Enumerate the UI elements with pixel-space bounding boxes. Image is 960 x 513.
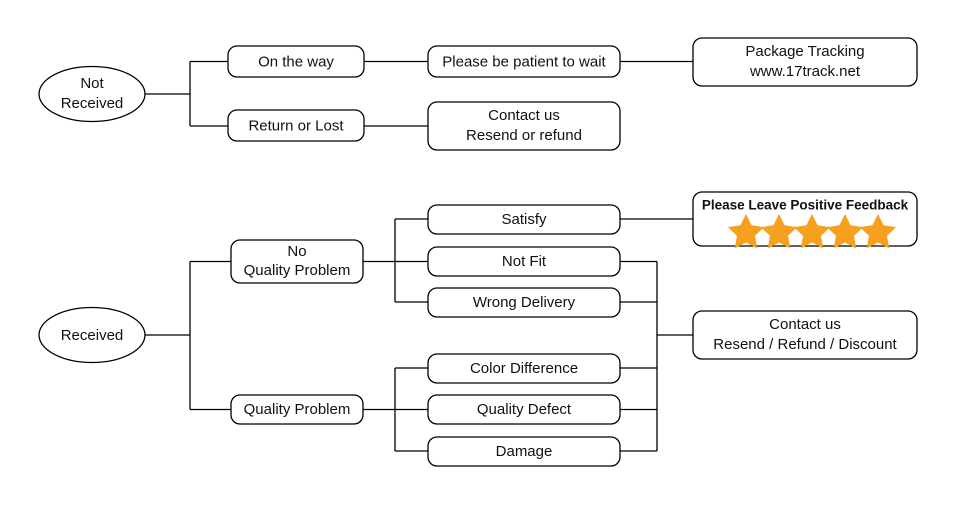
not-received-label-line2: Received bbox=[61, 95, 124, 112]
quality-problem-label: Quality Problem bbox=[244, 401, 351, 418]
star-icon-3[interactable] bbox=[793, 214, 831, 249]
package-tracking-box[interactable] bbox=[692, 37, 918, 87]
node-package-tracking[interactable]: Package Tracking www.17track.net bbox=[692, 37, 918, 87]
node-return-or-lost[interactable]: Return or Lost bbox=[227, 109, 365, 142]
package-tracking-label-line1: Package Tracking bbox=[745, 43, 864, 60]
wrong-delivery-box[interactable] bbox=[427, 287, 621, 318]
node-received[interactable]: Received bbox=[38, 306, 146, 364]
on-the-way-label: On the way bbox=[258, 53, 334, 70]
satisfy-label: Satisfy bbox=[501, 211, 547, 228]
node-satisfy[interactable]: Satisfy bbox=[427, 204, 621, 235]
star-rating[interactable] bbox=[727, 214, 897, 249]
connectors-not-received bbox=[145, 60, 693, 127]
not-fit-box[interactable] bbox=[427, 246, 621, 277]
received-ellipse[interactable] bbox=[38, 306, 146, 364]
positive-feedback-label: Please Leave Positive Feedback bbox=[702, 198, 909, 213]
package-tracking-url[interactable]: www.17track.net bbox=[749, 63, 861, 80]
not-fit-label: Not Fit bbox=[502, 253, 547, 270]
color-difference-label: Color Difference bbox=[470, 360, 578, 377]
node-color-difference[interactable]: Color Difference bbox=[427, 353, 621, 384]
contact-us-resend-refund-discount-box[interactable] bbox=[692, 310, 918, 360]
node-not-received[interactable]: Not Received bbox=[38, 65, 146, 123]
color-difference-box[interactable] bbox=[427, 353, 621, 384]
node-quality-defect[interactable]: Quality Defect bbox=[427, 394, 621, 425]
star-icon-2[interactable] bbox=[760, 214, 798, 249]
contact-us-resend-refund-box[interactable] bbox=[427, 101, 621, 151]
contact-us-resend-refund-label-line1: Contact us bbox=[488, 107, 560, 124]
node-quality-problem[interactable]: Quality Problem bbox=[230, 394, 364, 425]
return-or-lost-label: Return or Lost bbox=[248, 117, 344, 134]
node-no-quality-problem[interactable]: No Quality Problem bbox=[230, 239, 364, 284]
received-label: Received bbox=[61, 327, 124, 344]
quality-defect-label: Quality Defect bbox=[477, 401, 572, 418]
no-quality-problem-label-line2: Quality Problem bbox=[244, 262, 351, 279]
contact-us-resend-refund-label-line2: Resend or refund bbox=[466, 127, 582, 144]
star-icon-5[interactable] bbox=[859, 214, 897, 249]
satisfy-box[interactable] bbox=[427, 204, 621, 235]
on-the-way-box[interactable] bbox=[227, 45, 365, 78]
damage-box[interactable] bbox=[427, 436, 621, 467]
node-damage[interactable]: Damage bbox=[427, 436, 621, 467]
not-received-label-line1: Not bbox=[80, 75, 104, 92]
damage-label: Damage bbox=[496, 443, 553, 460]
contact-us-discount-label-line1: Contact us bbox=[769, 316, 841, 333]
please-be-patient-box[interactable] bbox=[427, 45, 621, 78]
quality-problem-box[interactable] bbox=[230, 394, 364, 425]
node-contact-us-resend-refund[interactable]: Contact us Resend or refund bbox=[427, 101, 621, 151]
no-quality-problem-box[interactable] bbox=[230, 239, 364, 284]
node-positive-feedback[interactable]: Please Leave Positive Feedback bbox=[692, 191, 918, 249]
star-icon-1[interactable] bbox=[727, 214, 765, 249]
return-or-lost-box[interactable] bbox=[227, 109, 365, 142]
no-quality-problem-label-line1: No bbox=[287, 243, 306, 260]
node-on-the-way[interactable]: On the way bbox=[227, 45, 365, 78]
contact-us-discount-label-line2: Resend / Refund / Discount bbox=[713, 336, 897, 353]
please-be-patient-label: Please be patient to wait bbox=[442, 53, 606, 70]
not-received-ellipse[interactable] bbox=[38, 65, 146, 123]
connectors-received bbox=[145, 218, 693, 452]
wrong-delivery-label: Wrong Delivery bbox=[473, 294, 576, 311]
star-icon-4[interactable] bbox=[826, 214, 864, 249]
node-wrong-delivery[interactable]: Wrong Delivery bbox=[427, 287, 621, 318]
node-not-fit[interactable]: Not Fit bbox=[427, 246, 621, 277]
node-contact-us-resend-refund-discount[interactable]: Contact us Resend / Refund / Discount bbox=[692, 310, 918, 360]
quality-defect-box[interactable] bbox=[427, 394, 621, 425]
node-please-be-patient[interactable]: Please be patient to wait bbox=[427, 45, 621, 78]
